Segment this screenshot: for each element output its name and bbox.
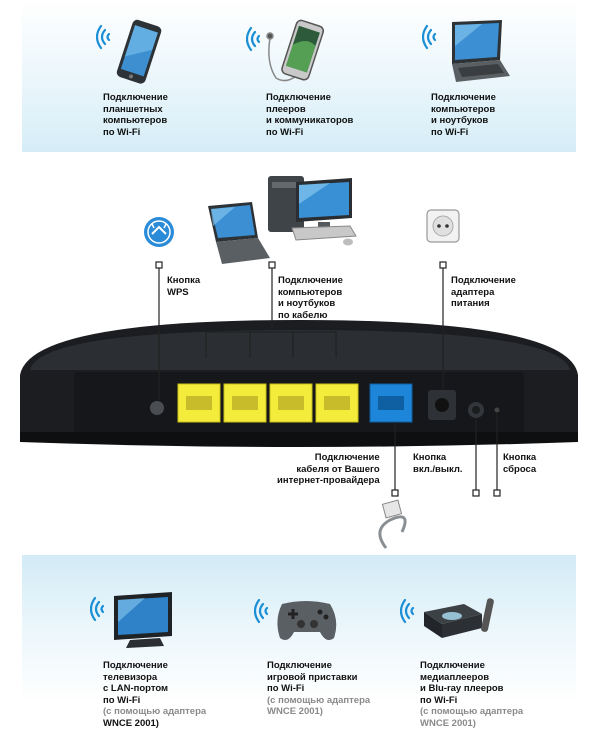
top-device-smartphone	[246, 18, 336, 86]
wps-icon	[144, 217, 174, 247]
wifi-icon	[246, 26, 261, 52]
media-player-icon	[424, 598, 494, 638]
wifi-icon	[254, 598, 269, 624]
desktop-icon	[268, 176, 357, 246]
wifi-icon	[400, 598, 415, 624]
bottom-device-media-player	[400, 590, 496, 650]
wifi-icon	[90, 596, 105, 622]
power-socket-icon	[426, 209, 460, 243]
wifi-icon	[96, 24, 111, 50]
laptop-icon	[208, 202, 270, 264]
smartphone-icon	[281, 19, 325, 81]
tv-icon	[114, 592, 172, 648]
tablet-icon	[116, 19, 162, 84]
lan-ports	[177, 383, 359, 423]
top-device-laptop	[422, 16, 512, 86]
bottom-device-gamepad	[254, 590, 344, 650]
laptop-icon	[452, 20, 510, 82]
wps-button	[150, 401, 164, 415]
top-device-tablet	[96, 16, 168, 86]
wifi-icon	[422, 24, 437, 50]
bottom-wifi-band	[22, 555, 576, 751]
reset-hole	[494, 407, 500, 413]
gamepad-icon	[277, 601, 337, 640]
ethernet-cable-icon	[378, 499, 407, 549]
earphones-icon	[266, 32, 297, 82]
bottom-device-tv	[90, 588, 180, 652]
router-diagram	[20, 176, 578, 549]
